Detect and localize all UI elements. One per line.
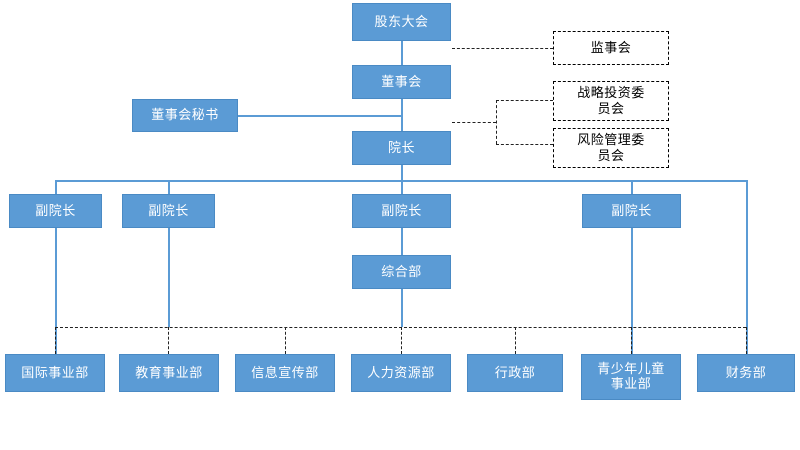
node-youth-children-business[interactable]: 青少年儿童 事业部 — [581, 354, 681, 400]
dashed-drop-info — [285, 327, 286, 354]
dashed-drop-edu — [168, 327, 169, 354]
dashed-drop-hr — [401, 327, 402, 354]
node-risk-management-committee-label-line1: 风险管理委 — [577, 132, 645, 148]
node-education-business-label: 教育事业部 — [135, 364, 203, 380]
node-youth-children-business-label-line2: 事业部 — [610, 376, 652, 391]
node-finance-label: 财务部 — [725, 364, 767, 380]
node-board-secretary-label: 董事会秘书 — [151, 107, 219, 123]
node-administration[interactable]: 行政部 — [467, 354, 563, 392]
node-vice-president-4[interactable]: 副院长 — [582, 194, 681, 228]
dashed-drop-admin — [515, 327, 516, 354]
node-shareholders-label: 股东大会 — [374, 13, 429, 29]
node-information-publicity-label: 信息宣传部 — [251, 364, 319, 380]
dashed-connector-department-bus — [55, 327, 746, 328]
node-supervisory-committee-label: 监事会 — [590, 40, 632, 56]
connector-secretary-president — [238, 115, 402, 117]
dashed-connector-risk — [496, 144, 553, 145]
node-vice-president-2[interactable]: 副院长 — [122, 194, 215, 228]
connector-board-president — [401, 98, 403, 131]
node-strategic-investment-committee[interactable]: 战略投资委 员会 — [553, 81, 669, 121]
connector-general-down — [401, 289, 403, 327]
dashed-drop-intl — [55, 327, 56, 354]
connector-vp3-stem — [401, 180, 403, 194]
node-human-resources-label: 人力资源部 — [367, 364, 435, 380]
connector-vp2-down — [168, 228, 170, 327]
node-board[interactable]: 董事会 — [352, 65, 451, 99]
dashed-connector-committee-bracket — [496, 100, 497, 144]
node-president-label: 院长 — [387, 139, 415, 155]
node-president[interactable]: 院长 — [352, 131, 451, 165]
connector-vp2-stem — [168, 180, 170, 194]
dashed-connector-strategic — [496, 100, 553, 101]
node-human-resources[interactable]: 人力资源部 — [351, 354, 451, 392]
node-risk-management-committee-label-line2: 员会 — [597, 148, 625, 163]
node-board-secretary[interactable]: 董事会秘书 — [132, 99, 238, 132]
node-youth-children-business-label-line1: 青少年儿童 — [597, 361, 665, 377]
node-vice-president-2-label: 副院长 — [148, 202, 189, 218]
node-general-department-label: 综合部 — [381, 263, 422, 279]
node-information-publicity[interactable]: 信息宣传部 — [235, 354, 335, 392]
node-finance[interactable]: 财务部 — [697, 354, 795, 392]
node-vice-president-4-label: 副院长 — [611, 202, 652, 218]
node-general-department[interactable]: 综合部 — [352, 255, 451, 289]
node-vice-president-3-label: 副院长 — [381, 202, 422, 218]
node-administration-label: 行政部 — [494, 364, 536, 380]
node-board-label: 董事会 — [381, 73, 422, 89]
node-risk-management-committee[interactable]: 风险管理委 员会 — [553, 128, 669, 168]
node-education-business[interactable]: 教育事业部 — [119, 354, 219, 392]
connector-vp4-down — [631, 228, 633, 354]
node-international-business-label: 国际事业部 — [21, 364, 89, 380]
connector-shareholders-board — [401, 41, 403, 65]
node-vice-president-3[interactable]: 副院长 — [352, 194, 451, 228]
connector-vp4-stem — [631, 180, 633, 194]
node-vice-president-1-label: 副院长 — [35, 202, 76, 218]
connector-finance-riser — [746, 180, 748, 354]
node-strategic-investment-committee-label-line2: 员会 — [597, 101, 625, 116]
node-strategic-investment-committee-label-line1: 战略投资委 — [577, 85, 645, 101]
connector-vp1-stem — [55, 180, 57, 194]
dashed-connector-board-committees — [452, 122, 496, 123]
node-shareholders[interactable]: 股东大会 — [352, 3, 451, 41]
dashed-connector-shareholders-supervisory — [452, 48, 553, 49]
node-international-business[interactable]: 国际事业部 — [5, 354, 105, 392]
dashed-drop-youth — [631, 327, 632, 354]
dashed-drop-finance — [746, 327, 747, 354]
connector-vp1-down — [55, 228, 57, 354]
connector-vp3-general — [401, 228, 403, 255]
connector-president-down — [401, 165, 403, 193]
node-vice-president-1[interactable]: 副院长 — [9, 194, 102, 228]
node-supervisory-committee[interactable]: 监事会 — [553, 31, 669, 65]
